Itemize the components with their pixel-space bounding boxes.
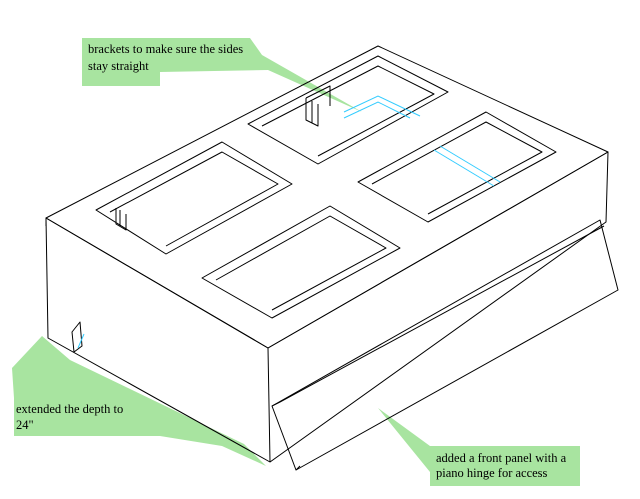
callout-shapes — [12, 38, 580, 486]
front-right-opening-inner — [215, 215, 387, 311]
front-right-opening — [201, 205, 401, 319]
back-left-opening — [247, 55, 449, 165]
brackets-callout-shape — [82, 38, 362, 112]
back-right-opening — [357, 111, 557, 223]
front-panel-callout-text-line2: piano hinge for access — [436, 466, 548, 480]
top-face — [45, 45, 609, 349]
brackets-callout-text-line2: stay straight — [88, 59, 149, 73]
notch-left — [71, 321, 83, 353]
depth-callout-text-line2: 24" — [16, 418, 34, 432]
front-panel — [271, 219, 619, 471]
hidden-line-right-2 — [439, 145, 501, 183]
back-left-opening-inner — [261, 65, 435, 157]
front-panel-callout-shape — [378, 408, 580, 486]
back-right-opening-inner — [371, 121, 543, 215]
depth-callout-text-line1: extended the depth to — [16, 402, 124, 416]
hidden-line-back-2 — [343, 101, 411, 119]
hidden-line-notch — [77, 333, 85, 349]
bracket-back — [305, 85, 331, 127]
front-left-opening — [95, 141, 293, 255]
hidden-line-right-1 — [433, 149, 495, 187]
right-face — [267, 151, 609, 463]
front-left-opening-inner — [109, 151, 279, 247]
front-panel-thickness — [271, 225, 605, 471]
depth-callout-shape — [12, 336, 266, 466]
brackets-callout-text-line1: brackets to make sure the sides — [88, 42, 244, 56]
hidden-lines — [77, 95, 501, 349]
hidden-line-back-1 — [343, 95, 421, 117]
bracket-front — [115, 208, 127, 231]
front-panel-callout-text-line1: added a front panel with a — [436, 451, 567, 465]
box-outline — [45, 45, 619, 471]
